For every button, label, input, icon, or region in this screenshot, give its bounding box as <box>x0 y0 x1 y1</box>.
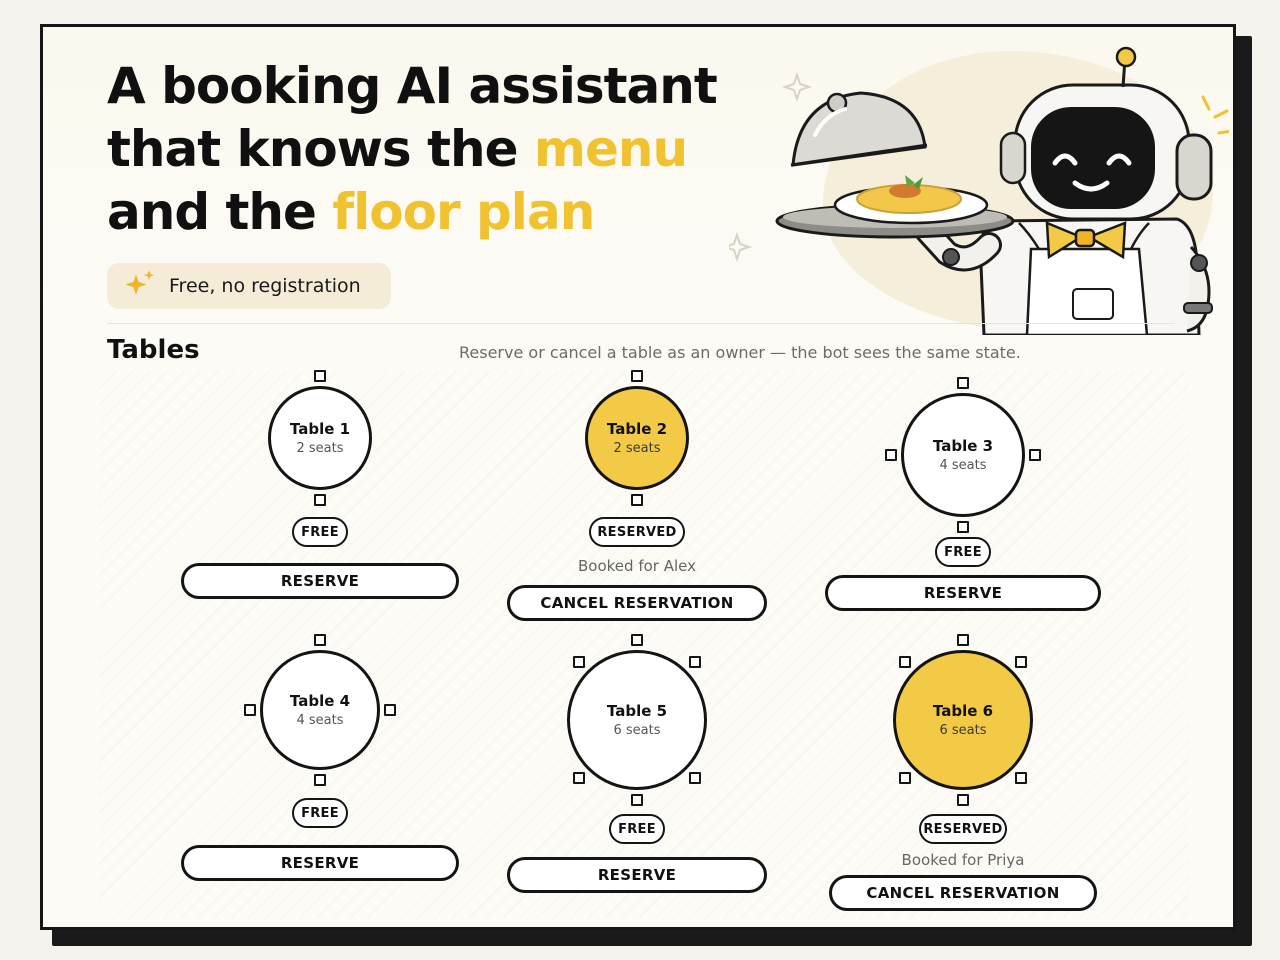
table-status-badge: RESERVED <box>589 517 685 547</box>
table-circle[interactable]: Table 1 2 seats <box>268 386 372 490</box>
chair-icon <box>572 655 585 668</box>
chair-icon <box>631 634 643 646</box>
chair-icon <box>957 634 969 646</box>
tables-section-title: Tables <box>107 335 200 365</box>
chair-icon <box>898 655 911 668</box>
cancel-reservation-button[interactable]: CANCEL RESERVATION <box>507 585 767 621</box>
table-status-badge: RESERVED <box>919 814 1007 844</box>
table-circle[interactable]: Table 3 4 seats <box>901 393 1025 517</box>
reserve-button[interactable]: RESERVE <box>181 563 459 599</box>
table-seat-count: 2 seats <box>613 441 661 456</box>
table-circle[interactable]: Table 5 6 seats <box>567 650 707 790</box>
table-name: Table 2 <box>606 420 668 438</box>
reserve-button[interactable]: RESERVE <box>181 845 459 881</box>
reserve-button[interactable]: RESERVE <box>507 857 767 893</box>
chair-icon <box>631 370 643 382</box>
sparkle-icon <box>123 269 157 303</box>
hero-divider <box>107 323 1175 324</box>
table-seat-count: 4 seats <box>939 458 987 473</box>
table-status-badge: FREE <box>292 798 348 828</box>
table-circle[interactable]: Table 2 2 seats <box>585 386 689 490</box>
table-status-badge: FREE <box>935 537 991 567</box>
chair-icon <box>631 794 643 806</box>
chair-icon <box>957 794 969 806</box>
free-badge-label: Free, no registration <box>169 275 361 297</box>
cancel-reservation-button[interactable]: CANCEL RESERVATION <box>829 875 1097 911</box>
robot-waiter-illustration <box>729 46 1229 335</box>
hero-title-line-2: that knows the <box>107 120 534 178</box>
table-name: Table 6 <box>932 702 994 720</box>
chair-icon <box>957 521 969 533</box>
chair-icon <box>572 772 585 785</box>
booked-for-label: Booked for Priya <box>901 851 1025 869</box>
chair-icon <box>631 494 643 506</box>
table-seat-count: 6 seats <box>939 723 987 738</box>
chair-icon <box>314 634 326 646</box>
table-circle[interactable]: Table 6 6 seats <box>893 650 1033 790</box>
booking-card: A booking AI assistant that knows the me… <box>40 24 1236 930</box>
chair-icon <box>885 449 897 461</box>
hero-title: A booking AI assistant that knows the me… <box>107 55 747 244</box>
hero-title-line-1: A booking AI assistant <box>107 57 718 115</box>
chair-icon <box>384 704 396 716</box>
table-status-badge: FREE <box>609 814 665 844</box>
table-status-badge: FREE <box>292 517 348 547</box>
table-name: Table 1 <box>289 420 351 438</box>
chair-icon <box>314 494 326 506</box>
chair-icon <box>689 655 702 668</box>
table-seat-count: 6 seats <box>613 723 661 738</box>
chair-icon <box>898 772 911 785</box>
table-seat-count: 2 seats <box>296 441 344 456</box>
table-name: Table 3 <box>932 437 994 455</box>
free-badge: Free, no registration <box>107 263 391 309</box>
hero-title-highlight-floor-plan: floor plan <box>332 183 595 241</box>
table-circle[interactable]: Table 4 4 seats <box>260 650 380 770</box>
hero-title-highlight-menu: menu <box>533 120 688 178</box>
table-seat-count: 4 seats <box>296 713 344 728</box>
table-name: Table 4 <box>289 692 351 710</box>
chair-icon <box>1015 772 1028 785</box>
chair-icon <box>1015 655 1028 668</box>
chair-icon <box>957 377 969 389</box>
booked-for-label: Booked for Alex <box>578 557 696 575</box>
reserve-button[interactable]: RESERVE <box>825 575 1101 611</box>
sparkle-lines-decoration <box>1201 95 1229 135</box>
chair-icon <box>314 370 326 382</box>
sparkle-decoration-icon <box>729 71 813 263</box>
chair-icon <box>1029 449 1041 461</box>
tables-section-subtitle: Reserve or cancel a table as an owner — … <box>459 343 1021 362</box>
chair-icon <box>314 774 326 786</box>
chair-icon <box>689 772 702 785</box>
chair-icon <box>244 704 256 716</box>
hero-title-line-3: and the <box>107 183 333 241</box>
table-name: Table 5 <box>606 702 668 720</box>
